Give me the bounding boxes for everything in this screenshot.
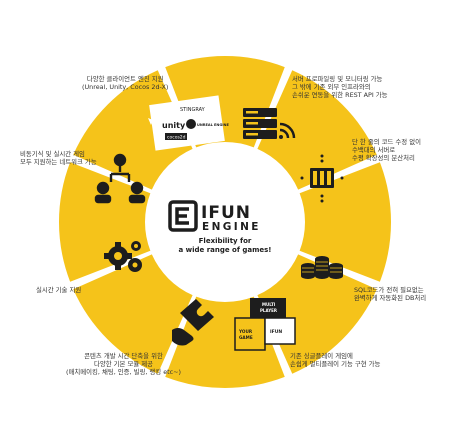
center-circle bbox=[147, 144, 303, 300]
segment-network bbox=[73, 70, 193, 190]
label-clients: 다양한 클라이언트 엔진 지원 (Unreal, Unity, Cocos 2d… bbox=[82, 75, 169, 91]
puzzle-ifun-label: IFUN bbox=[270, 329, 282, 335]
puzzle-yourgame-label: YOUR bbox=[238, 329, 253, 334]
plugin-puzzle-hand-icon bbox=[172, 299, 214, 346]
unity-logo-label: unity bbox=[162, 121, 186, 130]
multiplayer-puzzle-icon: MULTI PLAYER YOUR GAME IFUN bbox=[234, 298, 296, 351]
label-network: 비동기식 및 실시간 게임 모두 지원하는 네트워크 가능 bbox=[20, 150, 97, 166]
label-plugins: 콘텐츠 개발 시간 단축을 위한 다양한 기본 모듈 제공 (매치메이킹, 채팅… bbox=[66, 352, 182, 376]
network-players-icon bbox=[94, 153, 146, 204]
database-icon bbox=[301, 256, 343, 279]
client-engines-icon: STINGRAY unity UNREAL ENGINE cocos2d bbox=[148, 95, 229, 151]
logo-line1: IFUN bbox=[201, 203, 251, 223]
svg-text:GAME: GAME bbox=[239, 335, 253, 340]
segment-plugins bbox=[73, 254, 193, 374]
label-realtime: 실시간 기술 지원 bbox=[36, 286, 82, 294]
ifun-engine-logo: IFUN ENGINE Flexibility for a wide range… bbox=[168, 200, 272, 254]
label-db: SQL코드가 전혀 필요없는 완벽하게 자동화된 DB처리 bbox=[354, 286, 427, 302]
server-monitor-icon bbox=[243, 108, 296, 139]
unreal-logo-label: UNREAL ENGINE bbox=[197, 123, 229, 127]
realtime-gears-icon bbox=[104, 241, 142, 272]
label-multiplayer: 기존 싱글플레이 게임에 손쉽게 멀티플레이 기능 구현 가능 bbox=[290, 352, 381, 368]
label-distributed: 단 한 줄의 코드 수정 없이 수백대의 서버로 수평 확장성의 분산처리 bbox=[352, 138, 421, 162]
label-server-profiling: 서버 프로파일링 및 모니터링 가능 그 밖에 기존 외부 인프라와의 손쉬운 … bbox=[292, 75, 388, 99]
unreal-logo-icon bbox=[186, 119, 196, 129]
segment-server-profiling bbox=[257, 70, 377, 190]
cocos-logo-icon bbox=[165, 133, 187, 140]
logo-line2: ENGINE bbox=[202, 221, 261, 233]
puzzle-multiplayer-label: MULTI bbox=[262, 302, 276, 307]
logo-tagline-1: Flexibility for bbox=[199, 237, 252, 245]
svg-text:PLAYER: PLAYER bbox=[260, 308, 277, 313]
segment-distributed bbox=[299, 162, 391, 282]
distributed-servers-icon bbox=[300, 154, 344, 203]
segment-realtime bbox=[58, 162, 151, 282]
logo-tagline-2: a wide range of games! bbox=[178, 246, 271, 254]
stingray-logo-label: STINGRAY bbox=[180, 107, 206, 113]
cocos-logo-label: cocos2d bbox=[167, 135, 186, 141]
